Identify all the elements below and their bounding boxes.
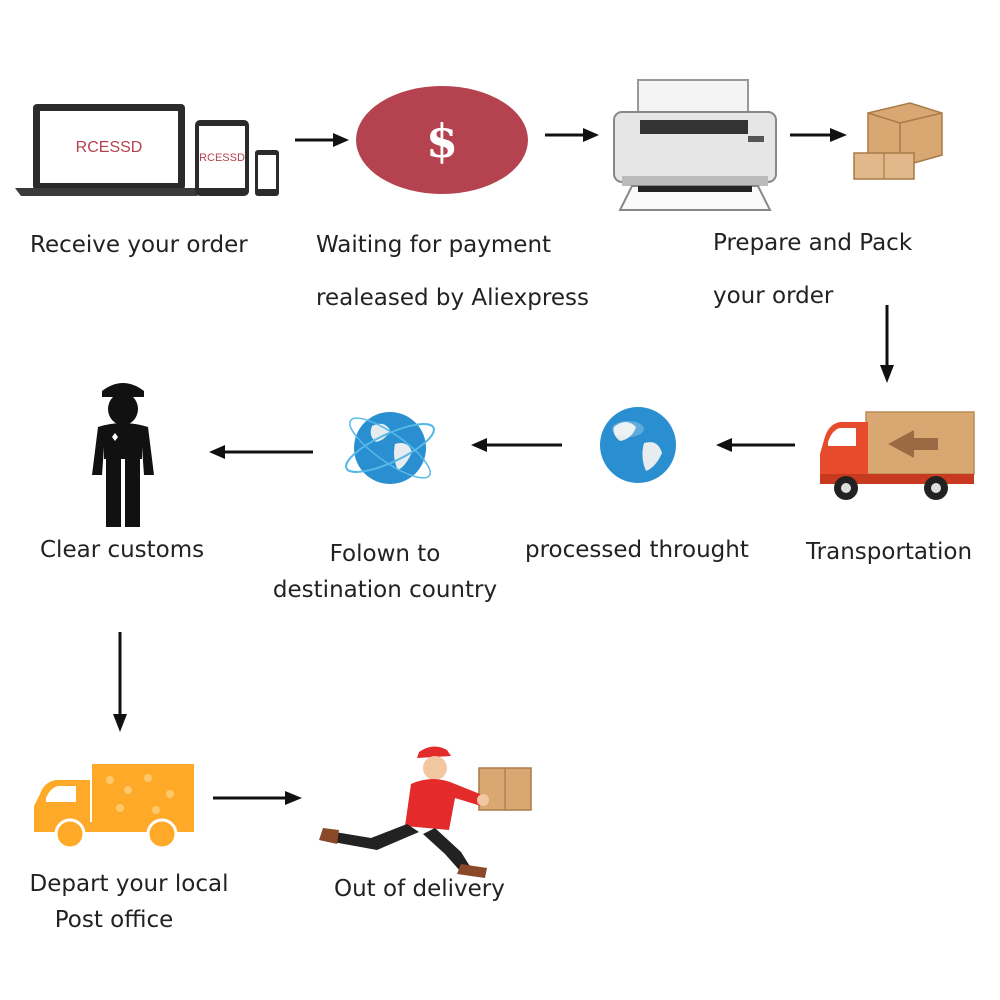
- pack-label-1: Prepare and Pack: [713, 230, 913, 256]
- arrow-right-1: [295, 133, 349, 147]
- arrow-left-3: [209, 445, 313, 459]
- payment-dollar-icon: $: [356, 86, 528, 194]
- laptop-brand-text: RCESSD: [76, 139, 143, 156]
- transport-truck-icon: [820, 411, 975, 500]
- payment-label-2: realeased by Aliexpress: [316, 285, 589, 311]
- devices-icon: RCESSD RCESSD: [15, 104, 279, 196]
- payment-label-1: Waiting for payment: [316, 232, 552, 258]
- arrow-right-4: [213, 791, 302, 805]
- arrow-left-1: [716, 438, 795, 452]
- globe-icon: [600, 407, 676, 483]
- customs-label: Clear customs: [40, 537, 205, 563]
- transport-label: Transportation: [806, 539, 973, 565]
- arrow-right-3: [790, 128, 847, 142]
- printer-icon: [613, 79, 777, 211]
- processed-label: processed throught: [525, 537, 749, 563]
- boxes-icon: [853, 102, 943, 180]
- pack-label-2: your order: [713, 283, 834, 309]
- arrow-down-1: [880, 305, 894, 383]
- flown-label-1: Folown to: [329, 541, 441, 567]
- delivery-label: Out of delivery: [334, 876, 505, 902]
- depart-label-1: Depart your local: [29, 871, 229, 897]
- delivery-man-icon: [319, 746, 532, 878]
- arrow-left-2: [471, 438, 562, 452]
- arrow-down-2: [113, 632, 127, 732]
- depart-label-2: Post office: [54, 907, 174, 933]
- receive-label: Receive your order: [30, 232, 248, 258]
- dollar-sign: $: [426, 114, 458, 168]
- tablet-brand-text: RCESSD: [199, 152, 245, 164]
- flown-label-2: destination country: [272, 577, 498, 603]
- globe-orbit-icon: [345, 412, 435, 484]
- arrow-right-2: [545, 128, 599, 142]
- post-truck-icon: [34, 764, 194, 850]
- customs-officer-icon: [92, 383, 154, 527]
